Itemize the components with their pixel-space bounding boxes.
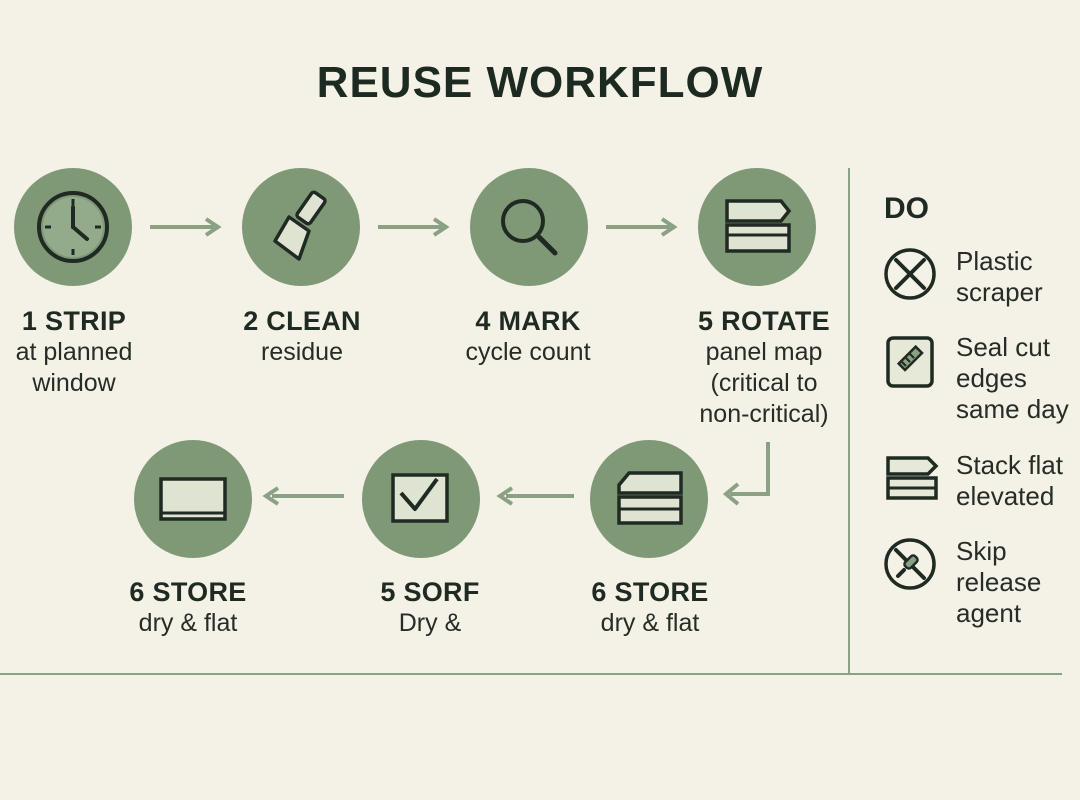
panel-icon — [159, 477, 227, 521]
step-4-circle — [698, 168, 816, 286]
step-6-label: 5 SORF Dry & — [320, 576, 540, 639]
step-desc-line: dry & flat — [138, 609, 238, 637]
page-title: REUSE WORKFLOW — [316, 58, 764, 107]
step-title: 5 SORF — [380, 577, 480, 607]
do-line: release — [956, 567, 1042, 597]
step-desc-line: cycle count — [465, 338, 591, 366]
step-7-circle — [134, 440, 252, 558]
step-1-label: 1 STRIP at planned window — [0, 305, 184, 399]
no-tool-icon — [884, 248, 936, 300]
do-item-plastic-scraper: Plastic scraper — [884, 246, 1043, 308]
stack-flat-icon — [886, 456, 939, 500]
step-desc-line: at planned — [15, 338, 133, 366]
do-line: elevated — [956, 481, 1055, 511]
step-5-circle — [590, 440, 708, 558]
no-spray-icon — [884, 538, 936, 590]
scraper-icon — [273, 190, 327, 261]
step-7-label: 6 STORE dry & flat — [78, 576, 298, 639]
step-desc-line: non-critical) — [699, 400, 829, 428]
do-line: edges — [956, 363, 1027, 393]
do-line: scraper — [956, 277, 1043, 307]
arrow-2-to-3 — [378, 217, 450, 237]
vertical-divider — [848, 168, 850, 674]
do-item-text: Skip release agent — [956, 536, 1041, 629]
step-title: 6 STORE — [591, 577, 709, 607]
stacked-panels-icon — [617, 471, 683, 525]
do-line: Stack flat — [956, 450, 1063, 480]
do-line: Seal cut — [956, 332, 1050, 362]
step-3-circle — [470, 168, 588, 286]
step-desc-line: dry & flat — [600, 609, 700, 637]
step-desc-line: window — [32, 369, 116, 397]
do-item-text: Seal cut edges same day — [956, 332, 1069, 425]
do-heading: DO — [884, 192, 929, 225]
step-title: 1 STRIP — [21, 306, 127, 336]
do-line: Skip — [956, 536, 1007, 566]
step-desc-line: (critical to — [710, 369, 818, 397]
step-2-circle — [242, 168, 360, 286]
arrow-3-to-4 — [606, 217, 678, 237]
step-title: 2 CLEAN — [243, 306, 361, 336]
step-3-label: 4 MARK cycle count — [418, 305, 638, 368]
do-item-text: Plastic scraper — [956, 246, 1043, 308]
brush-sealant-icon — [886, 336, 934, 388]
step-1-circle — [14, 168, 132, 286]
checkbox-icon — [391, 473, 449, 523]
arrow-6-to-7 — [262, 486, 344, 506]
step-4-label: 5 ROTATE panel map (critical to non-crit… — [654, 305, 874, 430]
step-title: 5 ROTATE — [698, 306, 830, 336]
step-desc-line: Dry & — [398, 609, 462, 637]
arrow-5-to-6 — [496, 486, 574, 506]
do-item-skip-release-agent: Skip release agent — [884, 536, 1041, 629]
magnifier-icon — [501, 199, 558, 256]
do-line: Plastic — [956, 246, 1033, 276]
step-desc-line: panel map — [705, 338, 823, 366]
arrow-4-to-5 — [722, 442, 770, 506]
clock-icon — [37, 191, 109, 263]
horizontal-divider — [0, 673, 1062, 675]
step-title: 4 MARK — [475, 306, 581, 336]
do-item-text: Stack flat elevated — [956, 450, 1063, 512]
do-line: same day — [956, 394, 1069, 424]
do-line: agent — [956, 598, 1022, 628]
step-2-label: 2 CLEAN residue — [192, 305, 412, 368]
step-desc-line: residue — [261, 338, 343, 366]
arrow-1-to-2 — [150, 217, 222, 237]
panels-icon — [725, 199, 792, 253]
step-6-circle — [362, 440, 480, 558]
step-5-label: 6 STORE dry & flat — [540, 576, 760, 639]
step-title: 6 STORE — [129, 577, 247, 607]
do-item-stack-flat: Stack flat elevated — [884, 450, 1063, 512]
do-item-seal-edges: Seal cut edges same day — [884, 332, 1069, 425]
